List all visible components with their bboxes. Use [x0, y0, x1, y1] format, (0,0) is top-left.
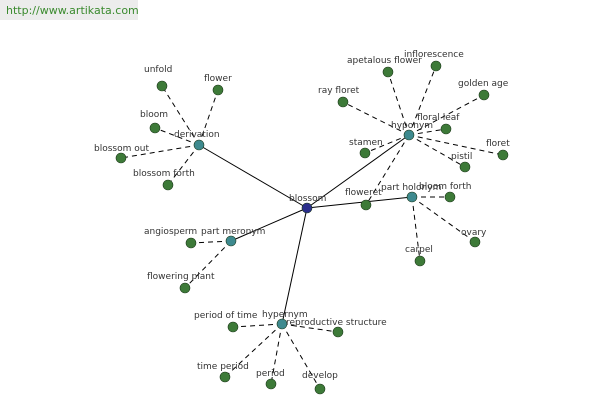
- hub-label-hyponym: hyponym: [391, 121, 433, 131]
- node-apetalous-flower[interactable]: [382, 66, 394, 78]
- node-floweret[interactable]: [360, 199, 372, 211]
- label-golden-age: golden age: [458, 79, 509, 89]
- center-label-blossom: blossom: [289, 194, 326, 204]
- label-blossom-forth: blossom forth: [133, 169, 195, 179]
- node-inflorescence[interactable]: [430, 60, 442, 72]
- label-bloom-forth: bloom forth: [419, 182, 471, 192]
- edge-blossom-hyponym: [306, 134, 410, 209]
- node-bloom[interactable]: [149, 122, 161, 134]
- edge-derivation-flower: [198, 89, 219, 146]
- edge-part-meronym-flowering-plant: [184, 240, 232, 289]
- edge-hypernym-period-of-time: [232, 323, 283, 328]
- label-flower: flower: [204, 74, 232, 84]
- edge-part-meronym-angiosperm: [190, 240, 232, 244]
- edge-derivation-bloom: [154, 127, 200, 146]
- node-flowering-plant[interactable]: [179, 282, 191, 294]
- node-ovary[interactable]: [469, 236, 481, 248]
- label-time-period: time period: [197, 362, 249, 372]
- label-angiosperm: angiosperm: [144, 227, 197, 237]
- edge-hypernym-develop: [281, 323, 321, 390]
- label-floret: floret: [486, 139, 510, 149]
- label-floweret: floweret: [345, 188, 382, 198]
- edge-hyponym-apetalous-flower: [387, 71, 410, 136]
- label-ovary: ovary: [461, 228, 487, 238]
- edge-hypernym-period: [270, 323, 283, 385]
- edge-part-holonym-ovary: [411, 196, 476, 243]
- label-blossom-out: blossom out: [94, 144, 149, 154]
- label-develop: develop: [302, 371, 338, 381]
- hub-node-hypernym[interactable]: [276, 318, 288, 330]
- hub-node-hyponym[interactable]: [403, 129, 415, 141]
- edge-hyponym-stamen: [364, 134, 410, 154]
- node-pistil[interactable]: [459, 161, 471, 173]
- node-develop[interactable]: [314, 383, 326, 395]
- label-flowering-plant: flowering plant: [147, 272, 215, 282]
- center-node-blossom[interactable]: [301, 202, 313, 214]
- hub-node-part-meronym[interactable]: [225, 235, 237, 247]
- labels: unfold flower bloom blossom out blossom fort…: [94, 50, 510, 381]
- node-reproductive-structure[interactable]: [332, 326, 344, 338]
- label-unfold: unfold: [144, 65, 172, 75]
- edge-hyponym-floweret: [365, 134, 410, 206]
- node-floret[interactable]: [497, 149, 509, 161]
- hub-node-derivation[interactable]: [193, 139, 205, 151]
- node-ray-floret[interactable]: [337, 96, 349, 108]
- edge-hypernym-time-period: [224, 323, 283, 378]
- label-apetalous-flower: apetalous flower: [347, 56, 422, 66]
- edge-blossom-derivation: [198, 144, 308, 209]
- hub-label-derivation: derivation: [174, 130, 220, 140]
- nodes: [115, 60, 509, 395]
- node-angiosperm[interactable]: [185, 237, 197, 249]
- hub-label-hypernym: hypernym: [262, 310, 308, 320]
- label-pistil: pistil: [451, 152, 472, 162]
- edge-hyponym-pistil: [408, 134, 466, 168]
- label-period: period: [256, 369, 285, 379]
- node-flower[interactable]: [212, 84, 224, 96]
- node-carpel[interactable]: [414, 255, 426, 267]
- hub-label-part-holonym: part holonym: [381, 183, 441, 193]
- label-bloom: bloom: [140, 110, 168, 120]
- node-bloom-forth[interactable]: [444, 191, 456, 203]
- source-url-bar: http://www.artikata.com: [0, 0, 139, 20]
- node-period-of-time[interactable]: [227, 321, 239, 333]
- edge-blossom-hypernym: [281, 207, 308, 325]
- node-blossom-forth[interactable]: [162, 179, 174, 191]
- label-floral-leaf: floral leaf: [417, 113, 460, 123]
- edge-hyponym-ray-floret: [342, 101, 410, 136]
- edge-blossom-part-meronym: [230, 207, 308, 242]
- edge-derivation-unfold: [161, 85, 200, 146]
- edge-hyponym-floral-leaf: [408, 128, 447, 136]
- edge-derivation-blossom-forth: [167, 144, 200, 186]
- edge-blossom-part-holonym: [306, 196, 413, 209]
- label-inflorescence: inflorescence: [404, 50, 464, 60]
- edge-hyponym-inflorescence: [408, 65, 437, 136]
- edges: [120, 65, 504, 390]
- edge-derivation-blossom-out: [120, 144, 200, 159]
- node-golden-age[interactable]: [478, 89, 490, 101]
- label-stamen: stamen: [349, 138, 383, 148]
- node-unfold[interactable]: [156, 80, 168, 92]
- label-ray-floret: ray floret: [318, 86, 360, 96]
- node-stamen[interactable]: [359, 147, 371, 159]
- node-period[interactable]: [265, 378, 277, 390]
- node-blossom-out[interactable]: [115, 152, 127, 164]
- hub-label-part-meronym: part meronym: [201, 227, 265, 237]
- source-url[interactable]: http://www.artikata.com: [6, 4, 139, 17]
- edge-hypernym-reproductive-structure: [281, 323, 339, 333]
- hub-node-part-holonym[interactable]: [406, 191, 418, 203]
- node-floral-leaf[interactable]: [440, 123, 452, 135]
- edge-part-holonym-carpel: [411, 196, 421, 262]
- label-carpel: carpel: [405, 245, 433, 255]
- label-period-of-time: period of time: [194, 311, 258, 321]
- node-time-period[interactable]: [219, 371, 231, 383]
- label-reproductive-structure: reproductive structure: [286, 318, 387, 328]
- edge-hyponym-floret: [408, 134, 504, 156]
